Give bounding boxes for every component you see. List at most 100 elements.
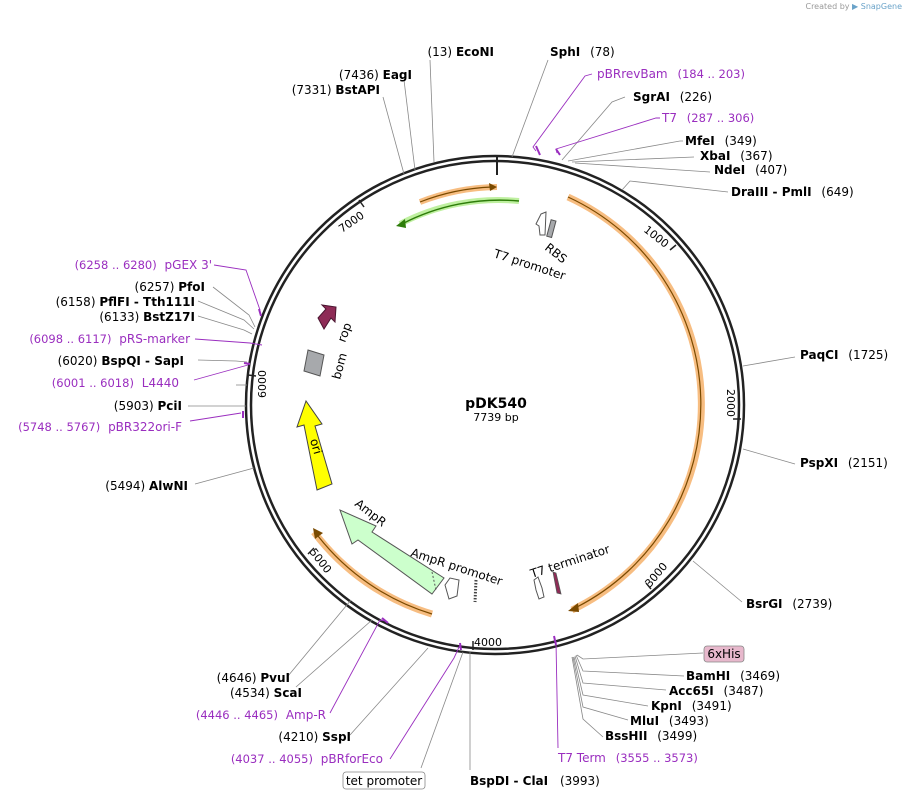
svg-text:PaqCI (1725): PaqCI (1725) xyxy=(800,348,888,362)
svg-text:BspDI - ClaI (3993): BspDI - ClaI (3993) xyxy=(470,774,600,788)
credit-text: Created by xyxy=(805,2,850,11)
t7-promoter-feature xyxy=(535,211,547,236)
site-pos-eagi: (7436) xyxy=(339,68,379,82)
tick-3000 xyxy=(645,582,652,590)
plasmid-name: pDK540 xyxy=(465,396,527,412)
svg-text:(4534) ScaI: (4534) ScaI xyxy=(230,686,302,700)
primer-leader-lines xyxy=(189,73,660,760)
tick-label-7000: 7000 xyxy=(336,209,366,236)
site-mlui: MluI xyxy=(630,714,659,728)
tick-5000 xyxy=(307,547,315,555)
site-pos-pcii: (5903) xyxy=(114,399,154,413)
site-paqci: PaqCI xyxy=(800,348,838,362)
dotted-marker-feature xyxy=(473,579,478,603)
site-eagi: EagI xyxy=(383,68,412,82)
credit-brand: SnapGene xyxy=(860,2,902,11)
tick-label-2000: 2000 xyxy=(724,389,737,417)
plasmid-size: 7739 bp xyxy=(473,411,518,424)
ampr-promoter-feature xyxy=(444,577,460,600)
svg-text:(13) EcoNI: (13) EcoNI xyxy=(427,45,494,59)
site-pcii: PciI xyxy=(158,399,183,413)
svg-text:Acc65I (3487): Acc65I (3487) xyxy=(669,684,763,698)
t7-terminator-feature xyxy=(533,571,562,600)
primer-range-amp-r: (4446 .. 4465) xyxy=(196,708,278,722)
svg-text:SphI (78): SphI (78) xyxy=(550,45,615,59)
bom-label: bom xyxy=(329,351,349,380)
rbs-feature xyxy=(546,219,557,239)
site-pos-bstapi: (7331) xyxy=(292,83,332,97)
primer-range-t7-term: (3555 .. 3573) xyxy=(616,751,698,765)
site-pos-bsshii: (3499) xyxy=(657,729,697,743)
primer-t7-term: T7 Term xyxy=(557,751,606,765)
svg-text:BssHII (3499): BssHII (3499) xyxy=(605,729,697,743)
site-bspdi-clai: BspDI - ClaI xyxy=(470,774,548,788)
svg-text:MluI (3493): MluI (3493) xyxy=(630,714,709,728)
primer-t7: T7 xyxy=(661,111,677,125)
orange-arc-top-head xyxy=(489,183,497,191)
svg-text:(4210) SspI: (4210) SspI xyxy=(278,730,351,744)
tet-promoter-label: tet promoter xyxy=(342,771,426,790)
site-pos-sphi: (78) xyxy=(590,45,615,59)
primer-range-pbrrevbam: (184 .. 203) xyxy=(677,67,745,81)
site-kpni: KpnI xyxy=(651,699,682,713)
site-pvui: PvuI xyxy=(260,671,290,685)
his-tag-text: 6xHis xyxy=(707,647,740,661)
svg-text:SgrAI (226): SgrAI (226) xyxy=(633,90,712,104)
primer-pbrrevbam: pBRrevBam xyxy=(597,67,668,81)
site-pos-paqci: (1725) xyxy=(848,348,888,362)
primer-l4440: L4440 xyxy=(142,376,179,390)
svg-text:MfeI (349): MfeI (349) xyxy=(685,134,757,148)
site-pos-mfei: (349) xyxy=(725,134,757,148)
ori-label: ori xyxy=(307,437,325,456)
svg-text:BamHI (3469): BamHI (3469) xyxy=(686,669,780,683)
site-pflfi-tth111i: PflFI - Tth111I xyxy=(99,295,195,309)
his-tag-label: 6xHis xyxy=(703,645,745,663)
svg-text:NdeI (407): NdeI (407) xyxy=(714,163,787,177)
snapgene-logo-icon: ▶ xyxy=(852,2,859,11)
primer-pgex3: pGEX 3' xyxy=(165,258,212,272)
site-bamhi: BamHI xyxy=(686,669,730,683)
primer-pbr322ori-f: pBR322ori-F xyxy=(108,420,182,434)
svg-text:(5748 .. 5767) pBR322ori-F: (5748 .. 5767) pBR322ori-F xyxy=(18,420,182,434)
enzyme-labels-right: SphI (78) SgrAI (226) MfeI (349) XbaI (3… xyxy=(470,45,888,788)
orange-arc-left-head xyxy=(313,528,323,539)
site-sspi: SspI xyxy=(322,730,351,744)
site-pos-bsrgi: (2739) xyxy=(792,597,832,611)
svg-text:T7 Term (3555 .. 3573): T7 Term (3555 .. 3573) xyxy=(557,751,698,765)
svg-text:(6001 .. 6018) L4440: (6001 .. 6018) L4440 xyxy=(52,376,179,390)
primer-pbrforeco: pBRforEco xyxy=(321,752,383,766)
svg-text:(7436) EagI: (7436) EagI xyxy=(339,68,412,82)
svg-text:(6257) PfoI: (6257) PfoI xyxy=(135,280,205,294)
site-pos-kpni: (3491) xyxy=(692,699,732,713)
svg-text:T7 (287 .. 306): T7 (287 .. 306) xyxy=(661,111,754,125)
site-pos-mlui: (3493) xyxy=(669,714,709,728)
tick-marks xyxy=(247,199,741,650)
primer-labels: pBRrevBam (184 .. 203) T7 (287 .. 306) (… xyxy=(18,67,754,766)
svg-text:BsrGI (2739): BsrGI (2739) xyxy=(746,597,832,611)
site-pos-pspxi: (2151) xyxy=(848,456,888,470)
site-pos-bamhi: (3469) xyxy=(740,669,780,683)
svg-text:(4446 .. 4465) Amp-R: (4446 .. 4465) Amp-R xyxy=(196,708,326,722)
site-pos-sspi: (4210) xyxy=(278,730,318,744)
site-sphi: SphI xyxy=(550,45,580,59)
primer-prs-marker: pRS-marker xyxy=(119,332,190,346)
enzyme-leader-lines xyxy=(188,59,796,770)
site-sgrai: SgrAI xyxy=(633,90,670,104)
tick-label-6000: 6000 xyxy=(256,370,269,398)
site-bstz17i: BstZ17I xyxy=(143,310,195,324)
primer-amp-r: Amp-R xyxy=(286,708,326,722)
svg-text:(4037 .. 4055) pBRforEco: (4037 .. 4055) pBRforEco xyxy=(231,752,383,766)
site-acc65i: Acc65I xyxy=(669,684,714,698)
svg-text:PspXI (2151): PspXI (2151) xyxy=(800,456,888,470)
svg-text:(6258 .. 6280) pGEX 3': (6258 .. 6280) pGEX 3' xyxy=(75,258,212,272)
site-alwni: AlwNI xyxy=(149,479,188,493)
svg-text:(6133) BstZ17I: (6133) BstZ17I xyxy=(99,310,195,324)
primer-range-pbrforeco: (4037 .. 4055) xyxy=(231,752,313,766)
site-pos-pfoi: (6257) xyxy=(135,280,175,294)
t7-terminator-label: T7 terminator xyxy=(528,542,612,581)
svg-text:(6020) BspQI - SapI: (6020) BspQI - SapI xyxy=(58,354,184,368)
rop-feature xyxy=(317,304,337,330)
site-pos-acc65i: (3487) xyxy=(724,684,764,698)
site-pos-draiii: (649) xyxy=(821,185,853,199)
svg-text:DraIII - PmlI (649): DraIII - PmlI (649) xyxy=(731,185,854,199)
